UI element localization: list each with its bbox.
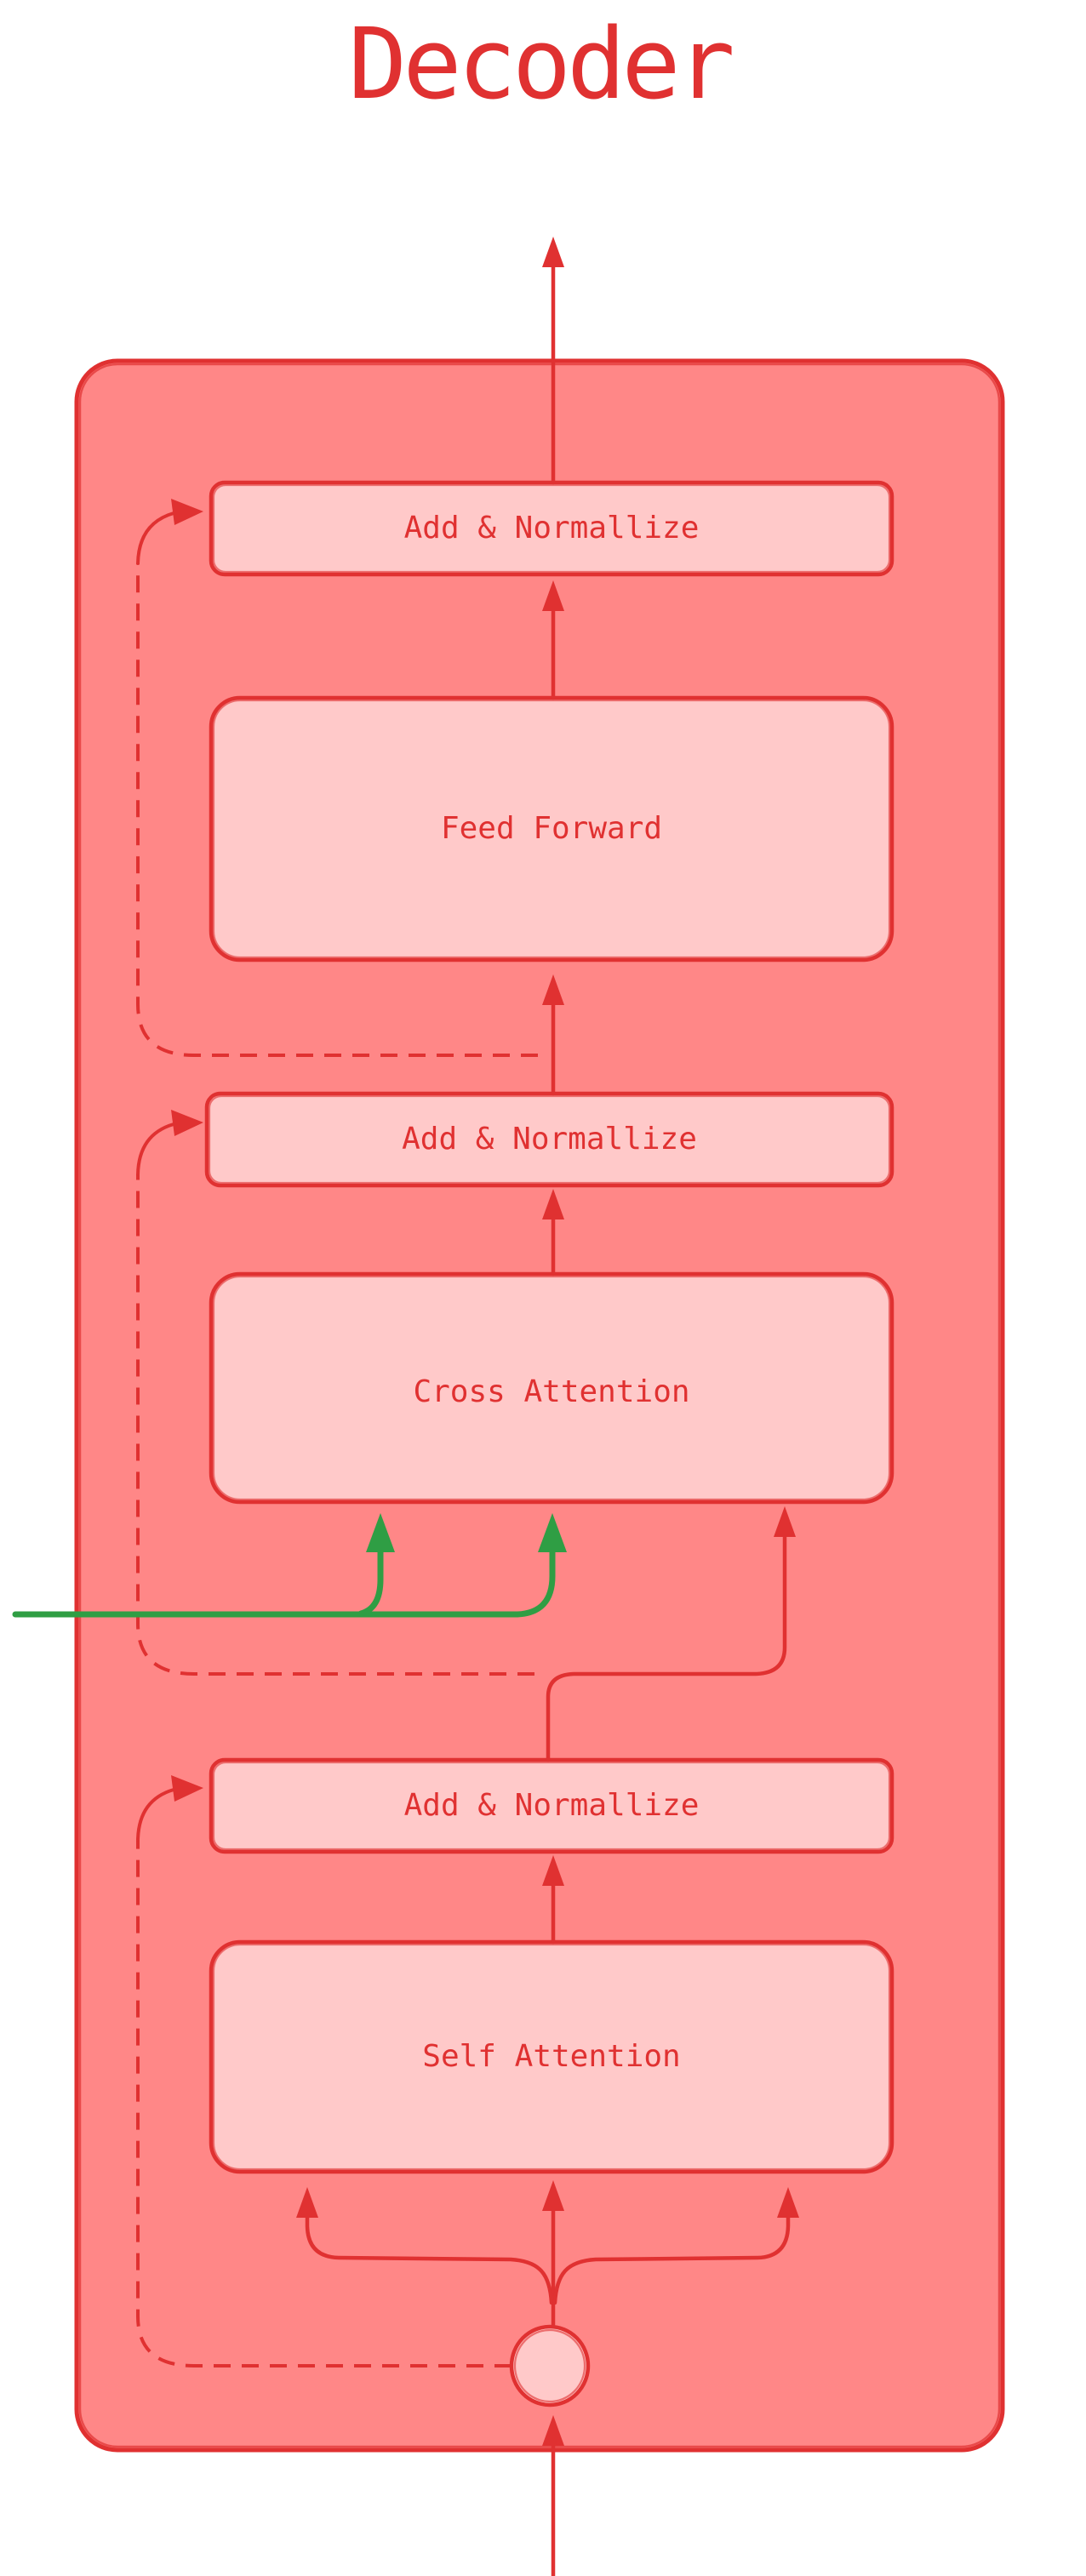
diagram-title: Decoder — [348, 8, 735, 122]
self-attention-fork-center-arrow — [542, 2180, 564, 2329]
residual-top-dashed-arrow — [136, 499, 538, 1057]
label-feed-forward: Feed Forward — [440, 811, 663, 846]
self-attention-fork-right-arrow — [552, 2187, 799, 2305]
arrow-selfattention-to-addnorm-bottom — [542, 1855, 564, 1945]
add-normallize-bottom-box — [209, 1757, 895, 1854]
residual-middle-dashed-arrow — [136, 1110, 534, 1676]
label-self-attention: Self Attention — [422, 2039, 681, 2074]
input-arrow — [542, 2415, 564, 2576]
cross-attention-box — [209, 1271, 895, 1505]
residual-bottom-dashed-arrow — [136, 1775, 512, 2368]
arrow-crossattention-to-addnorm-mid — [542, 1189, 564, 1277]
self-attention-fork-left-arrow — [296, 2187, 554, 2305]
output-arrow — [542, 237, 564, 485]
input-circle-node — [509, 2324, 591, 2408]
encoder-arrow-right — [12, 1513, 567, 1618]
arrow-addnorm-mid-to-feedforward — [542, 974, 564, 1096]
encoder-arrow-left — [357, 1513, 395, 1617]
arrow-feedforward-to-addnorm-top — [542, 580, 564, 700]
label-add-normallize-bottom: Add & Normallize — [403, 1788, 700, 1823]
label-cross-attention: Cross Attention — [413, 1374, 690, 1409]
add-normallize-middle-box — [204, 1091, 895, 1188]
label-add-normallize-top: Add & Normallize — [403, 511, 700, 545]
arrow-addnorm-bottom-to-crossattention — [546, 1506, 796, 1762]
label-add-normallize-middle: Add & Normallize — [402, 1122, 697, 1157]
